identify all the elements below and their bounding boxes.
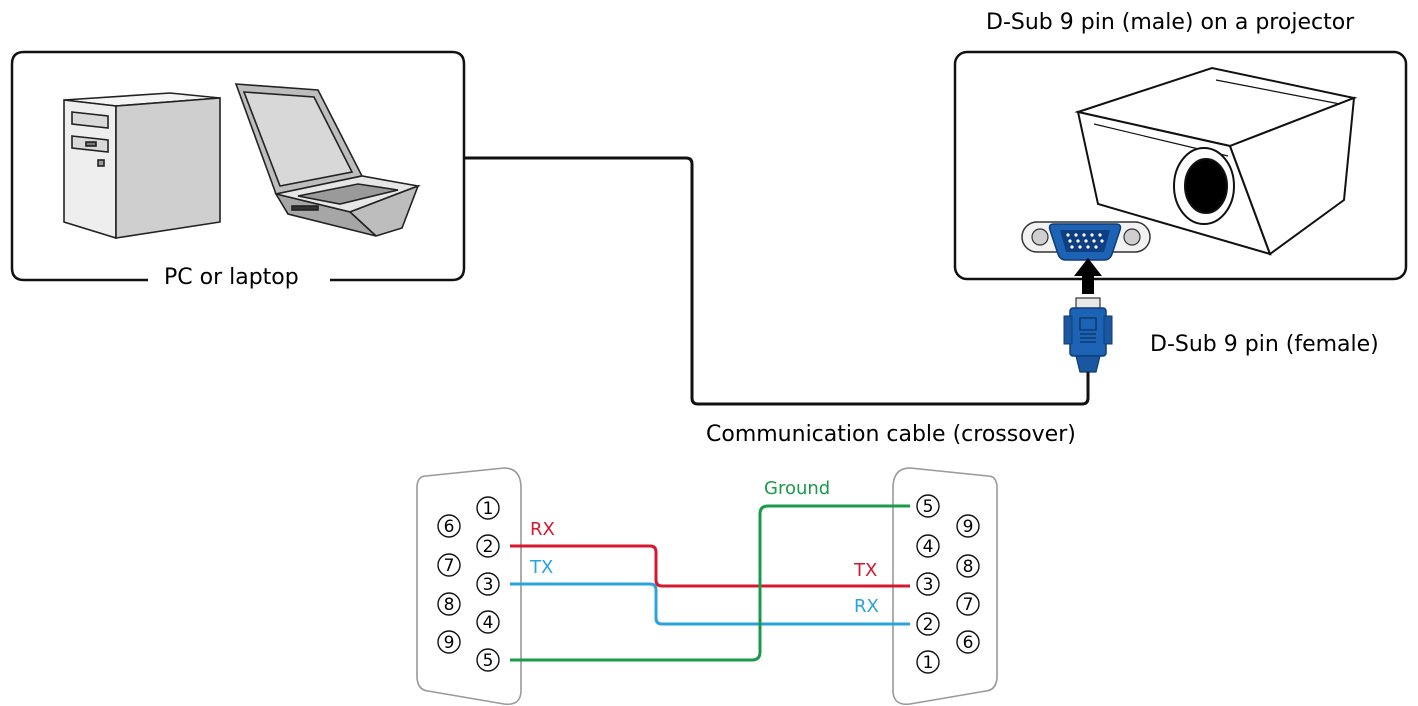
left-pin-1: 1 <box>476 496 500 520</box>
right-rx-label: RX <box>854 596 879 617</box>
female-connector-label: D-Sub 9 pin (female) <box>1150 332 1379 357</box>
pc-frame <box>10 50 466 282</box>
desktop-tower-icon <box>63 92 221 240</box>
svg-text:5: 5 <box>483 651 494 671</box>
left-pin-9: 9 <box>437 630 461 654</box>
svg-text:7: 7 <box>444 556 455 576</box>
right-pin-3: 3 <box>916 572 940 596</box>
svg-text:2: 2 <box>923 615 934 635</box>
right-pin-2: 2 <box>916 612 940 636</box>
svg-text:3: 3 <box>483 575 494 595</box>
projector-frame <box>953 50 1408 281</box>
svg-text:1: 1 <box>483 499 494 519</box>
left-pin-6: 6 <box>437 514 461 538</box>
svg-text:6: 6 <box>444 517 455 537</box>
left-tx-label: TX <box>530 557 554 578</box>
svg-text:3: 3 <box>923 575 934 595</box>
ground-label: Ground <box>764 478 831 499</box>
projector-icon <box>1074 66 1358 256</box>
left-pin-3: 3 <box>476 572 500 596</box>
right-pin-7: 7 <box>956 592 980 616</box>
svg-text:1: 1 <box>923 653 934 673</box>
cable-label: Communication cable (crossover) <box>706 422 1076 447</box>
right-pin-5: 5 <box>916 494 940 518</box>
svg-text:9: 9 <box>963 517 974 537</box>
left-pin-7: 7 <box>437 553 461 577</box>
svg-text:8: 8 <box>444 595 455 615</box>
svg-text:9: 9 <box>444 633 455 653</box>
right-pin-1: 1 <box>916 650 940 674</box>
laptop-icon <box>234 83 421 237</box>
right-pin-4: 4 <box>916 534 940 558</box>
arrow-up-icon <box>1074 258 1102 294</box>
right-pin-8: 8 <box>956 554 980 578</box>
left-pin-2: 2 <box>476 534 500 558</box>
svg-text:5: 5 <box>923 497 934 517</box>
right-pin-6: 6 <box>956 630 980 654</box>
pc-label: PC or laptop <box>164 265 299 290</box>
ground-wire <box>510 504 910 662</box>
left-pin-5: 5 <box>476 648 500 672</box>
left-pin-8: 8 <box>437 592 461 616</box>
svg-text:7: 7 <box>963 595 974 615</box>
svg-text:4: 4 <box>923 537 934 557</box>
projector-port-label: D-Sub 9 pin (male) on a projector <box>986 10 1355 35</box>
right-tx-label: TX <box>854 560 878 581</box>
svg-text:2: 2 <box>483 537 494 557</box>
communication-cable <box>464 156 1090 406</box>
dsub-male-port-icon <box>1021 221 1151 261</box>
right-connector-pins: 5 4 3 2 1 9 8 7 6 <box>916 494 980 674</box>
right-pin-9: 9 <box>956 514 980 538</box>
left-rx-label: RX <box>530 519 555 540</box>
rx-wire <box>510 544 910 588</box>
svg-text:6: 6 <box>963 633 974 653</box>
dsub-female-plug-icon <box>1063 297 1113 373</box>
svg-text:4: 4 <box>483 613 494 633</box>
left-connector-outline <box>416 467 522 706</box>
left-connector-pins: 1 2 3 4 5 6 7 8 9 <box>437 496 500 672</box>
svg-text:8: 8 <box>963 557 974 577</box>
right-connector-outline <box>892 467 998 706</box>
tx-wire <box>510 582 910 626</box>
left-pin-4: 4 <box>476 610 500 634</box>
